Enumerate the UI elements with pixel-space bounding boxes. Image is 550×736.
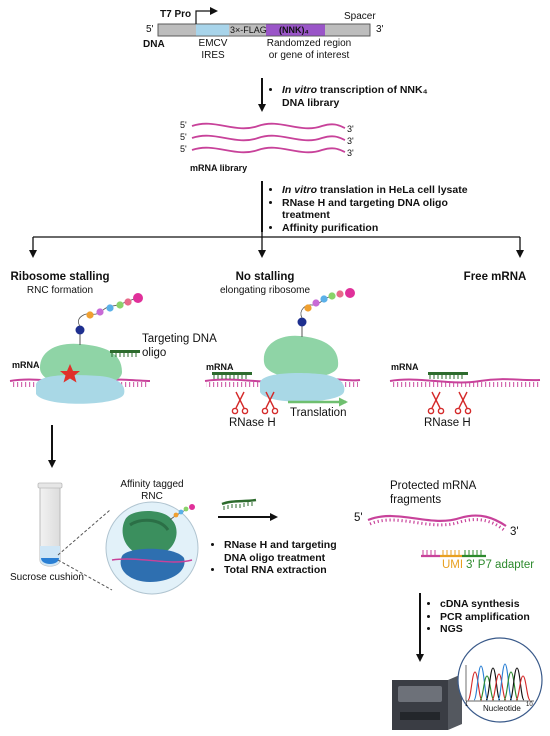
- mrna-3prime-1: 3': [347, 124, 354, 134]
- elongating-ribosome: [204, 288, 361, 407]
- treat-line-3: Total RNA extraction: [224, 564, 327, 577]
- spacer-label: Spacer: [344, 11, 376, 22]
- nnk-segment: [266, 24, 325, 36]
- randomized-label-2: or gene of interest: [268, 50, 350, 61]
- fragment-three-prime: 3': [510, 526, 519, 538]
- targeting-label-2: oligo: [142, 347, 167, 359]
- final-line-3: NGS: [440, 623, 463, 636]
- sucrose-tube: [37, 482, 63, 567]
- translation-label: Translation: [290, 407, 347, 419]
- step2-item1-italic: In vitro: [282, 184, 318, 196]
- peptide-bead: [75, 325, 85, 335]
- umi-label: UMI: [442, 559, 464, 571]
- scissors-icon: [427, 391, 445, 415]
- scissors-icon: [261, 391, 279, 415]
- mrna-library-strands: [191, 122, 346, 154]
- chromatogram-icon: [457, 637, 543, 723]
- rnc-magnified: [57, 501, 199, 595]
- protected-label-2: fragments: [390, 494, 442, 506]
- nostall-subtitle: elongating ribosome: [219, 285, 311, 296]
- ires-segment: [196, 24, 229, 36]
- adapter-construct: [421, 550, 486, 558]
- protected-fragment: [367, 514, 507, 532]
- ires-label: IRES: [201, 50, 225, 61]
- tick-start: 1: [465, 702, 469, 708]
- fragment-five-prime: 5': [354, 512, 363, 524]
- flag-segment: [229, 24, 266, 36]
- mrna-label-1: mRNA: [12, 360, 40, 370]
- mrna-label-3: mRNA: [391, 362, 419, 372]
- stall-title: Ribosome stalling: [10, 271, 110, 283]
- emcv-label: EMCV: [198, 38, 228, 49]
- mrna-label-2: mRNA: [206, 362, 234, 372]
- promoter-arrow: [195, 7, 218, 24]
- step2-item2b: treatment: [282, 209, 330, 222]
- treat-line-2: DNA oligo treatment: [224, 551, 326, 564]
- affinity-label-2: RNC: [141, 491, 163, 502]
- stall-star-icon: [60, 364, 80, 383]
- scissors-icon: [454, 391, 472, 415]
- nnk-label: (NNK)₄: [279, 25, 309, 35]
- protected-label-1: Protected mRNA: [390, 480, 477, 492]
- mrna-library-label: mRNA library: [190, 163, 248, 173]
- mrna-5prime-3: 5': [180, 144, 187, 154]
- mrna-5prime-2: 5': [180, 132, 187, 142]
- step2-item2: RNase H and targeting DNA oligo: [282, 196, 448, 209]
- scissors-icon: [231, 391, 249, 415]
- oligo-icon: [221, 498, 257, 510]
- targeting-oligo: [110, 350, 140, 353]
- mrna-3prime-2: 3': [347, 136, 354, 146]
- treat-line-1: RNase H and targeting: [224, 539, 337, 551]
- stalled-rnc: [9, 293, 151, 404]
- t7-promoter-label: T7 Pro: [160, 9, 192, 20]
- mrna-3prime-3: 3': [347, 148, 354, 158]
- step2-list: In vitro translation in HeLa cell lysate…: [270, 184, 468, 234]
- targeting-label-1: Targeting DNA: [142, 333, 217, 345]
- final-line-1: cDNA synthesis: [440, 598, 520, 610]
- dna-five-prime: 5': [146, 24, 154, 35]
- dna-label: DNA: [143, 39, 165, 50]
- sucrose-label: Sucrose cushion: [10, 572, 84, 583]
- step2-item1-rest: translation in HeLa cell lysate: [317, 184, 468, 196]
- free-mrna: [389, 372, 541, 387]
- nostall-title: No stalling: [235, 271, 295, 283]
- randomized-label-1: Randomzed region: [266, 38, 352, 49]
- step1-rest: transcription of NNK₄: [317, 84, 428, 96]
- flag-label: 3×-FLAG: [230, 25, 267, 35]
- targeting-oligo-2: [212, 372, 252, 375]
- affinity-label-1: Affinity tagged: [120, 479, 184, 490]
- sequencer-icon: [392, 674, 462, 730]
- nucleotide-label: Nucleotide: [483, 704, 521, 713]
- step1-line2: DNA library: [282, 96, 340, 109]
- tick-end: 10: [526, 702, 533, 708]
- free-mrna-title: Free mRNA: [463, 271, 527, 283]
- step2-item3: Affinity purification: [282, 221, 379, 234]
- rnase-h-label-2: RNase H: [424, 417, 471, 429]
- dna-three-prime: 3': [376, 24, 384, 35]
- adapter-label: 3' P7 adapter: [466, 559, 535, 571]
- mrna-5prime-1: 5': [180, 120, 187, 130]
- branch-connector: [29, 232, 524, 258]
- final-list: cDNA synthesis PCR amplification NGS: [428, 598, 530, 636]
- step1-italic: In vitro: [282, 84, 318, 96]
- ribosome-small-subunit: [36, 374, 125, 404]
- stall-subtitle: RNC formation: [26, 285, 94, 296]
- rnase-h-label-1: RNase H: [229, 417, 276, 429]
- dna-construct: [157, 7, 371, 37]
- final-line-2: PCR amplification: [440, 610, 530, 623]
